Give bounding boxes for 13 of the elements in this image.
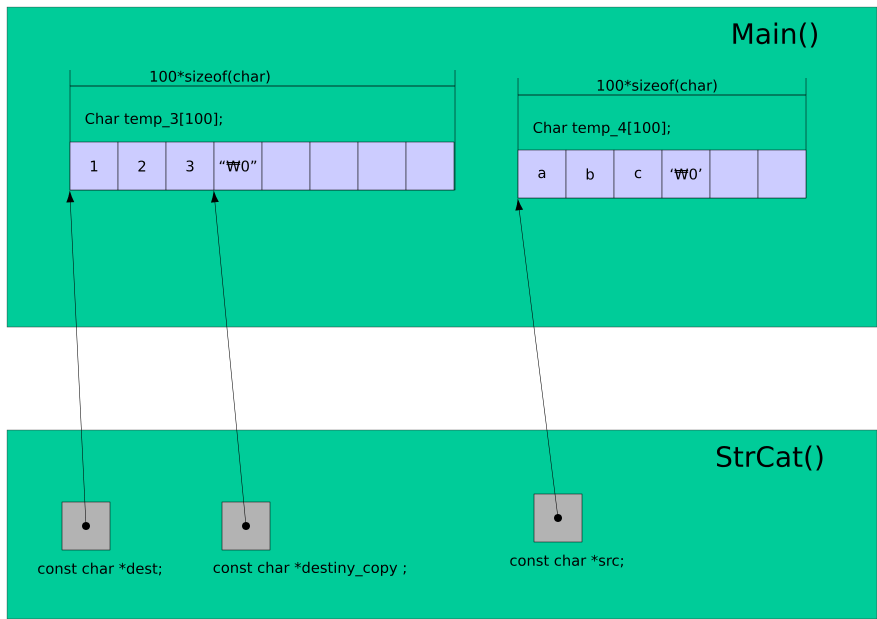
array-cell: b: [566, 150, 614, 198]
array-cell: 3: [166, 142, 214, 190]
pointer-label: const char *dest;: [38, 562, 161, 576]
pointer-label: const char *destiny_copy ;: [214, 562, 406, 576]
array-cell: “₩0”: [214, 142, 262, 190]
array-cell: ‘₩0’: [662, 150, 710, 198]
array-cell: 1: [70, 142, 118, 190]
dimension-label: 100*sizeof(char): [150, 70, 270, 84]
array-cell: 2: [118, 142, 166, 190]
dimension-label: 100*sizeof(char): [598, 79, 717, 93]
array-cell: c: [614, 150, 662, 198]
array-cell: a: [518, 150, 566, 198]
pointer-label: const char *src;: [510, 554, 623, 568]
